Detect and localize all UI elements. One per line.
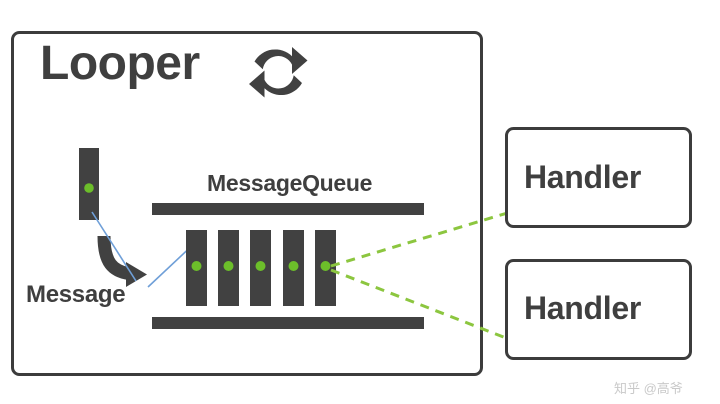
watermark: 知乎 @高爷 — [614, 381, 683, 396]
dispatch-line-to-handler-1 — [330, 205, 527, 268]
queue-slot-1 — [186, 230, 207, 306]
queue-slot-3 — [250, 230, 271, 306]
queue-slot-4 — [283, 230, 304, 306]
queue-slot-dot — [255, 261, 266, 271]
incoming-message-dot — [84, 183, 94, 193]
dispatch-line-to-handler-2 — [330, 268, 527, 347]
handler-2-label: Handler — [524, 290, 642, 326]
queue-slot-2 — [218, 230, 239, 306]
queue-slot-dot — [223, 261, 234, 271]
queue-slot-dot — [288, 261, 299, 271]
message-label: Message — [26, 281, 126, 308]
enqueue-curved-arrow-icon — [97, 235, 147, 287]
queue-slot-dot — [191, 261, 202, 271]
handler-box-2[interactable] — [505, 259, 692, 360]
looper-title: Looper — [40, 37, 200, 90]
handler-1-label: Handler — [524, 159, 642, 195]
message-queue-label: MessageQueue — [207, 170, 373, 196]
queue-rail-top — [152, 203, 424, 215]
refresh-loop-icon — [249, 47, 308, 98]
queue-slot-5 — [315, 230, 336, 306]
handler-box-1[interactable] — [505, 127, 692, 228]
message-pointer-line-1 — [91, 211, 137, 282]
queue-slot-dot — [320, 261, 331, 271]
queue-rail-bottom — [152, 317, 424, 329]
